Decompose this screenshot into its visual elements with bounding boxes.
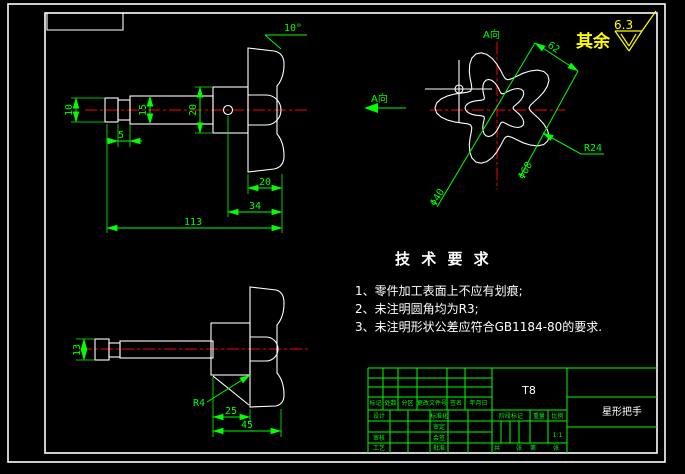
label-weight: 重量 xyxy=(533,412,545,420)
label-stage-mark: 阶段标记 xyxy=(499,412,523,420)
dim-hub-dia: 20 xyxy=(188,104,199,116)
roughness-symbol-icon xyxy=(614,10,657,52)
tech-requirements-title: 技 术 要 求 xyxy=(395,250,492,268)
tech-requirement-item: 3、未注明形状公差应符合GB1184-80的要求. xyxy=(355,320,603,334)
dim-fillet: R4 xyxy=(193,398,205,409)
top-side-view-outline xyxy=(104,47,285,173)
label-scale: 比例 xyxy=(551,412,563,420)
dim-bottom-shaft-dia: 13 xyxy=(72,344,83,356)
bottom-side-view-dimensions: 13 R4 25 45 xyxy=(72,338,282,437)
dim-taper-angle: 10° xyxy=(284,23,302,34)
snap-marker xyxy=(454,84,464,94)
label-standardization: 标准化 xyxy=(430,412,448,420)
bottom-side-view-outline xyxy=(94,286,285,408)
sheet-total-label: 共 xyxy=(494,444,500,452)
dim-shaft-dia: 10 xyxy=(64,104,75,116)
rev-header-zone: 分区 xyxy=(401,399,413,407)
label-check: 审核 xyxy=(373,434,385,442)
crosshair-cursor xyxy=(425,60,492,123)
corner-block xyxy=(46,13,124,31)
top-side-view-dimensions: 10 5 15 20 10° 20 34 113 xyxy=(64,23,307,233)
sheet-unit-label2: 张 xyxy=(553,444,559,452)
label-design: 设计 xyxy=(373,412,385,420)
dim-total-length: 113 xyxy=(184,217,202,228)
dim-head-width: 20 xyxy=(259,177,271,188)
label-review: 审定 xyxy=(433,423,445,431)
view-a-label-left: A向 xyxy=(371,92,388,105)
rev-header-sign: 签名 xyxy=(450,399,462,407)
dim-hub-width: 25 xyxy=(225,406,237,417)
tech-requirement-item: 2、未注明圆角均为R3; xyxy=(355,302,479,316)
dim-groove-width: 5 xyxy=(118,130,124,141)
cross-hole xyxy=(222,104,234,116)
label-process: 工艺 xyxy=(373,444,385,452)
technical-requirements: 技 术 要 求 1、零件加工表面上不应有划痕; 2、未注明圆角均为R3; 3、未… xyxy=(355,248,603,336)
sheet-unit-label1: 张 xyxy=(516,444,522,452)
surface-roughness-note: 其余 6.3 xyxy=(576,10,657,52)
star-outer-contour xyxy=(434,52,550,164)
rev-header-date: 年月日 xyxy=(469,399,487,407)
scale-value: 1:1 xyxy=(553,432,563,439)
view-a-arrow-head xyxy=(364,103,378,113)
rev-header-mark: 标记 xyxy=(369,399,381,407)
rev-header-count: 处数 xyxy=(384,399,396,407)
sheet-border xyxy=(7,3,666,463)
label-countersign: 会签 xyxy=(433,434,445,442)
view-a-label-top: A向 xyxy=(483,28,500,41)
title-block: 标记 处数 分区 更改文件号 签名 年月日 设计 审核 工艺 标准化 审定 会签… xyxy=(367,367,657,453)
dim-shaft-dia2: 15 xyxy=(138,104,149,116)
roughness-value: 6.3 xyxy=(614,18,633,32)
chamfer-line xyxy=(212,375,250,406)
dim-bottom-head-width: 45 xyxy=(241,420,253,431)
tech-requirement-item: 1、零件加工表面上不应有划痕; xyxy=(355,284,523,298)
dim-across-lobes: 62 xyxy=(545,40,561,56)
roughness-prefix: 其余 xyxy=(576,31,611,52)
sheet-index-label: 第 xyxy=(530,444,536,452)
rev-header-docno: 更改文件号 xyxy=(417,399,447,407)
dim-lobe-radius: R24 xyxy=(584,143,602,154)
dim-outer-dia: Φ68 xyxy=(517,160,535,181)
part-name: 星形把手 xyxy=(602,405,642,418)
material-value: T8 xyxy=(521,384,536,397)
star-inner-contour xyxy=(464,78,525,138)
label-approve: 批准 xyxy=(433,444,445,452)
dim-inner-dia: Φ40 xyxy=(428,187,447,208)
front-view-outline xyxy=(434,52,550,164)
dim-head-offset: 34 xyxy=(249,201,261,212)
